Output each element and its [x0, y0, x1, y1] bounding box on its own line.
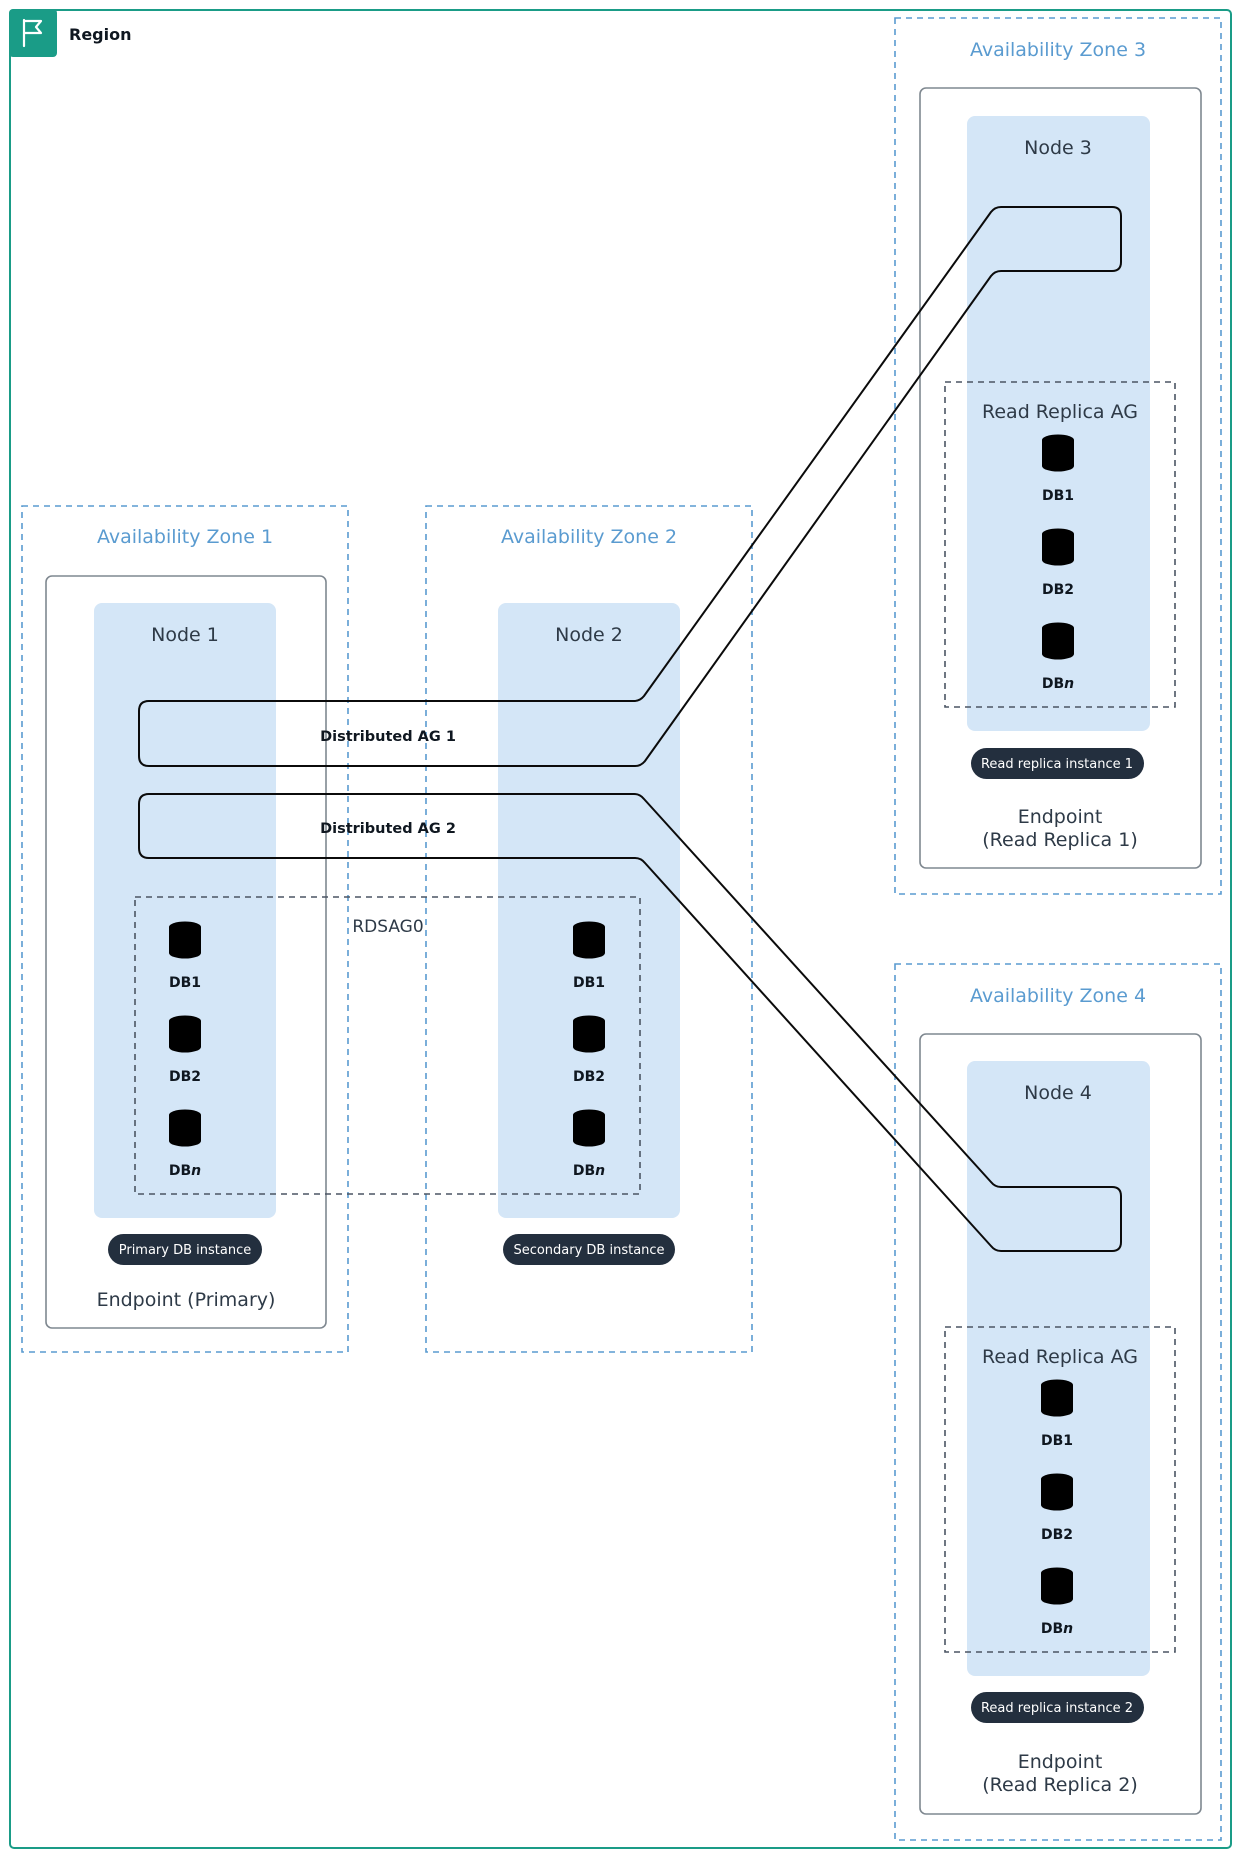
distributed-ag-2-path: [138, 793, 1122, 1252]
az-1-box: [21, 505, 349, 1353]
primary-instance-box: [45, 575, 327, 1329]
database-icon: [1042, 528, 1074, 566]
endpoint-replica-1-sublabel: (Read Replica 1): [982, 829, 1137, 851]
db-label: DB1: [169, 975, 201, 991]
distributed-ag-2-label: Distributed AG 2: [320, 821, 456, 837]
node-1-label: Node 1: [151, 624, 219, 646]
node-2-column: [498, 603, 680, 1218]
read-replica-ag-2-box: [944, 1326, 1176, 1653]
badge-label: Read replica instance 2: [981, 1701, 1133, 1716]
db-label: DBn: [1041, 1621, 1073, 1637]
az-3-box: [894, 17, 1222, 895]
az-4-box: [894, 963, 1222, 1841]
read-replica-ag-1-label: Read Replica AG: [982, 401, 1138, 423]
region-label: Region: [69, 25, 132, 44]
rdsag0-box: [134, 896, 641, 1195]
region-border: [9, 9, 1232, 1849]
az-2-box: [425, 505, 753, 1353]
az-2-label: Availability Zone 2: [501, 526, 677, 548]
database-icon: [573, 921, 605, 959]
secondary-db-instance-badge: Secondary DB instance: [503, 1234, 675, 1265]
database-icon: [1041, 1379, 1073, 1417]
node-2-label: Node 2: [555, 624, 623, 646]
database-icon: [1041, 1567, 1073, 1605]
db-label: DB1: [1041, 1433, 1073, 1449]
db-label: DB1: [573, 975, 605, 991]
read-replica-ag-2-label: Read Replica AG: [982, 1346, 1138, 1368]
database-icon: [1041, 1473, 1073, 1511]
db-label: DB1: [1042, 488, 1074, 504]
db-label: DB2: [1041, 1527, 1073, 1543]
endpoint-replica-1-label: Endpoint: [1018, 806, 1103, 828]
endpoint-replica-2-label: Endpoint: [1018, 1751, 1103, 1773]
node-4-label: Node 4: [1024, 1082, 1092, 1104]
node-3-label: Node 3: [1024, 137, 1092, 159]
db-label: DB2: [573, 1069, 605, 1085]
db-label: DB2: [1042, 582, 1074, 598]
node-3-column: [967, 116, 1150, 731]
badge-label: Read replica instance 1: [981, 757, 1133, 772]
read-replica-instance-1-badge: Read replica instance 1: [971, 748, 1144, 779]
read-replica-instance-2-badge: Read replica instance 2: [971, 1692, 1144, 1723]
replica-2-instance-box: [919, 1033, 1202, 1815]
distributed-ag-1-label: Distributed AG 1: [320, 729, 456, 745]
az-1-label: Availability Zone 1: [97, 526, 273, 548]
database-icon: [573, 1109, 605, 1147]
node-4-column: [967, 1061, 1150, 1676]
read-replica-ag-1-box: [944, 381, 1176, 708]
endpoint-replica-2-sublabel: (Read Replica 2): [982, 1774, 1137, 1796]
db-label: DBn: [169, 1163, 201, 1179]
database-icon: [169, 1015, 201, 1053]
primary-db-instance-badge: Primary DB instance: [108, 1234, 262, 1265]
flag-icon: [9, 9, 57, 57]
az-3-label: Availability Zone 3: [970, 39, 1146, 61]
db-label: DB2: [169, 1069, 201, 1085]
database-icon: [169, 921, 201, 959]
database-icon: [169, 1109, 201, 1147]
rdsag0-label: RDSAG0: [352, 917, 423, 937]
database-icon: [1042, 434, 1074, 472]
database-icon: [573, 1015, 605, 1053]
az-4-label: Availability Zone 4: [970, 985, 1146, 1007]
distributed-ag-1-path: [138, 206, 1122, 767]
database-icon: [1042, 622, 1074, 660]
badge-label: Primary DB instance: [119, 1243, 252, 1258]
endpoint-primary-label: Endpoint (Primary): [97, 1289, 276, 1311]
db-label: DBn: [1042, 676, 1074, 692]
replica-1-instance-box: [919, 87, 1202, 869]
db-label: DBn: [573, 1163, 605, 1179]
badge-label: Secondary DB instance: [513, 1243, 664, 1258]
